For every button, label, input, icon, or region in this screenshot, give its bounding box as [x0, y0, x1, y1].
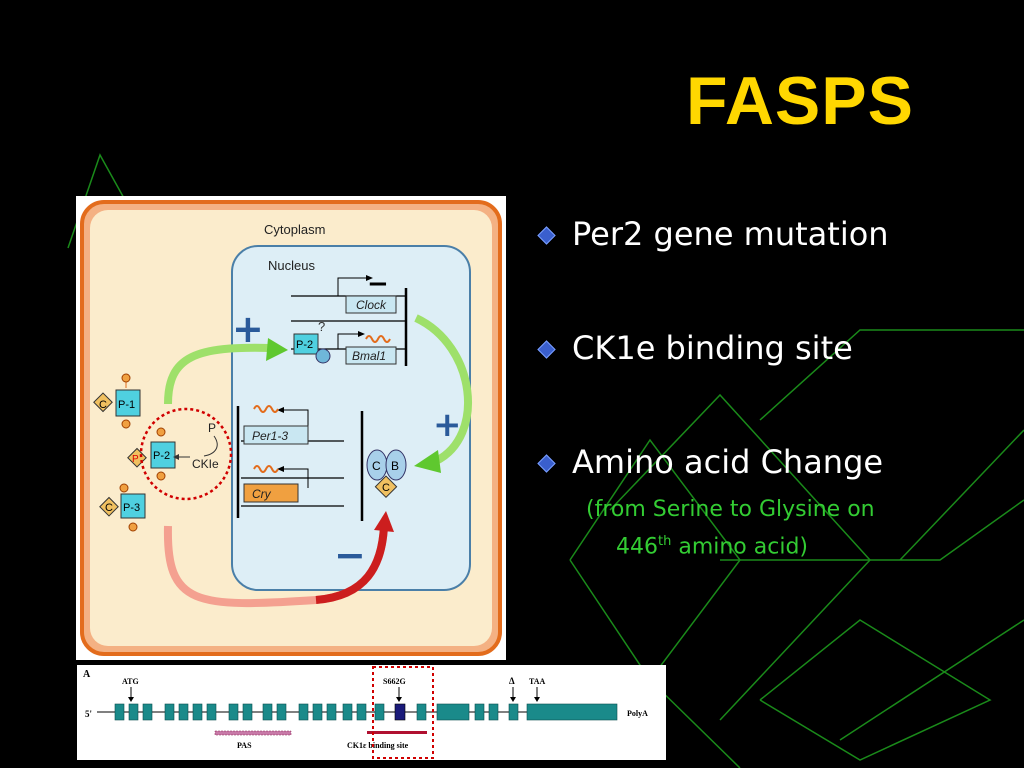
pas-domain-bar	[214, 730, 292, 736]
five-prime-label: 5'	[85, 709, 92, 719]
question-mark: ?	[318, 319, 325, 334]
bmal-protein	[385, 449, 407, 481]
arrow-to-nucleus	[164, 343, 272, 405]
ck1e-binding-bar	[367, 731, 427, 734]
clock-protein-label: C	[372, 459, 381, 473]
cry-protein-label: C	[382, 482, 390, 494]
p2-nuclear-protein	[293, 333, 319, 355]
mutation-exon	[394, 703, 406, 721]
minus-sign-top: −	[367, 269, 389, 299]
bmal1-gene-label: Bmal1	[352, 349, 386, 363]
ck1e-binding-label: CK1ε binding site	[347, 741, 409, 750]
p-mark-label: P	[132, 454, 139, 465]
bullet-item: CK1e binding site	[537, 326, 1008, 370]
bmal-protein-label: B	[391, 459, 399, 473]
clock-gene-box	[345, 295, 397, 314]
clock-gene-label: Clock	[356, 298, 387, 312]
c-protein-3-label: C	[105, 502, 113, 514]
exon-blocks	[114, 703, 618, 721]
bmal1-gene-box	[345, 346, 397, 365]
p3-protein	[120, 493, 146, 519]
phosphate-label: P	[208, 421, 216, 435]
p2-protein	[150, 441, 176, 469]
c-protein-1	[93, 392, 113, 413]
bullet-item: Amino acid Change	[537, 440, 1008, 484]
p2-protein-label: P-2	[153, 450, 170, 462]
p3-protein-label: P-3	[123, 502, 140, 514]
bullet-list: Per2 gene mutation CK1e binding site Ami…	[537, 212, 1008, 484]
pas-label: PAS	[237, 741, 252, 750]
mrna-wave-per	[253, 405, 279, 413]
s662g-label: S662G	[383, 677, 406, 686]
p1-protein	[115, 389, 141, 417]
minus-sign-bottom: −	[334, 533, 366, 577]
bullet-text: Amino acid Change	[572, 443, 884, 481]
bullet-text: CK1e binding site	[572, 329, 853, 367]
c-protein-3	[99, 496, 119, 517]
diamond-bullet-icon	[537, 226, 556, 245]
circadian-clock-diagram: Cytoplasm Nucleus − Clock Bmal1 ? P-2 Pe…	[76, 196, 506, 660]
note-line-2: 446th amino acid)	[586, 526, 946, 563]
plus-sign-left: +	[232, 307, 264, 351]
ck1e-highlight-circle	[139, 407, 233, 501]
cry-gene-box	[243, 483, 299, 503]
p2-nuclear-label: P-2	[296, 339, 313, 351]
note-tail: amino acid)	[671, 534, 808, 560]
amino-acid-note: (from Serine to Glysine on 446th amino a…	[586, 494, 946, 563]
bullet-item: Per2 gene mutation	[537, 212, 1008, 256]
mrna-wave-cry	[253, 465, 279, 473]
bullet-text: Per2 gene mutation	[572, 215, 889, 253]
mrna-wave-bmal1	[365, 335, 391, 343]
polya-label: PolyA	[627, 709, 648, 718]
per2-gene-structure-map: A 5' PolyA ATG S662G Δ TAA PAS CK1ε bind…	[77, 665, 666, 760]
cry-gene-label: Cry	[252, 487, 272, 501]
slide-title: FASPS	[686, 63, 914, 139]
p1-protein-label: P-1	[118, 399, 135, 411]
mutation-highlight-box	[372, 666, 434, 759]
nucleus-label: Nucleus	[268, 258, 315, 273]
bound-ball-protein	[315, 348, 331, 364]
cytoplasm-label: Cytoplasm	[264, 222, 325, 237]
note-line-1: (from Serine to Glysine on	[586, 497, 875, 522]
atg-label: ATG	[122, 677, 139, 686]
c-protein-1-label: C	[99, 399, 107, 411]
taa-label: TAA	[529, 677, 546, 686]
note-number: 446	[616, 534, 658, 560]
note-superscript: th	[658, 534, 672, 549]
arrow-bmal-to-clock	[414, 314, 472, 465]
per13-gene-label: Per1-3	[252, 429, 288, 443]
panel-label: A	[83, 669, 91, 680]
diamond-bullet-icon	[537, 454, 556, 473]
per13-gene-box	[243, 425, 309, 445]
delta-label: Δ	[509, 676, 515, 686]
diamond-bullet-icon	[537, 340, 556, 359]
cry-protein-diamond	[374, 475, 398, 499]
ckie-label: CKIe	[192, 457, 219, 471]
plus-sign-right: +	[433, 405, 462, 445]
